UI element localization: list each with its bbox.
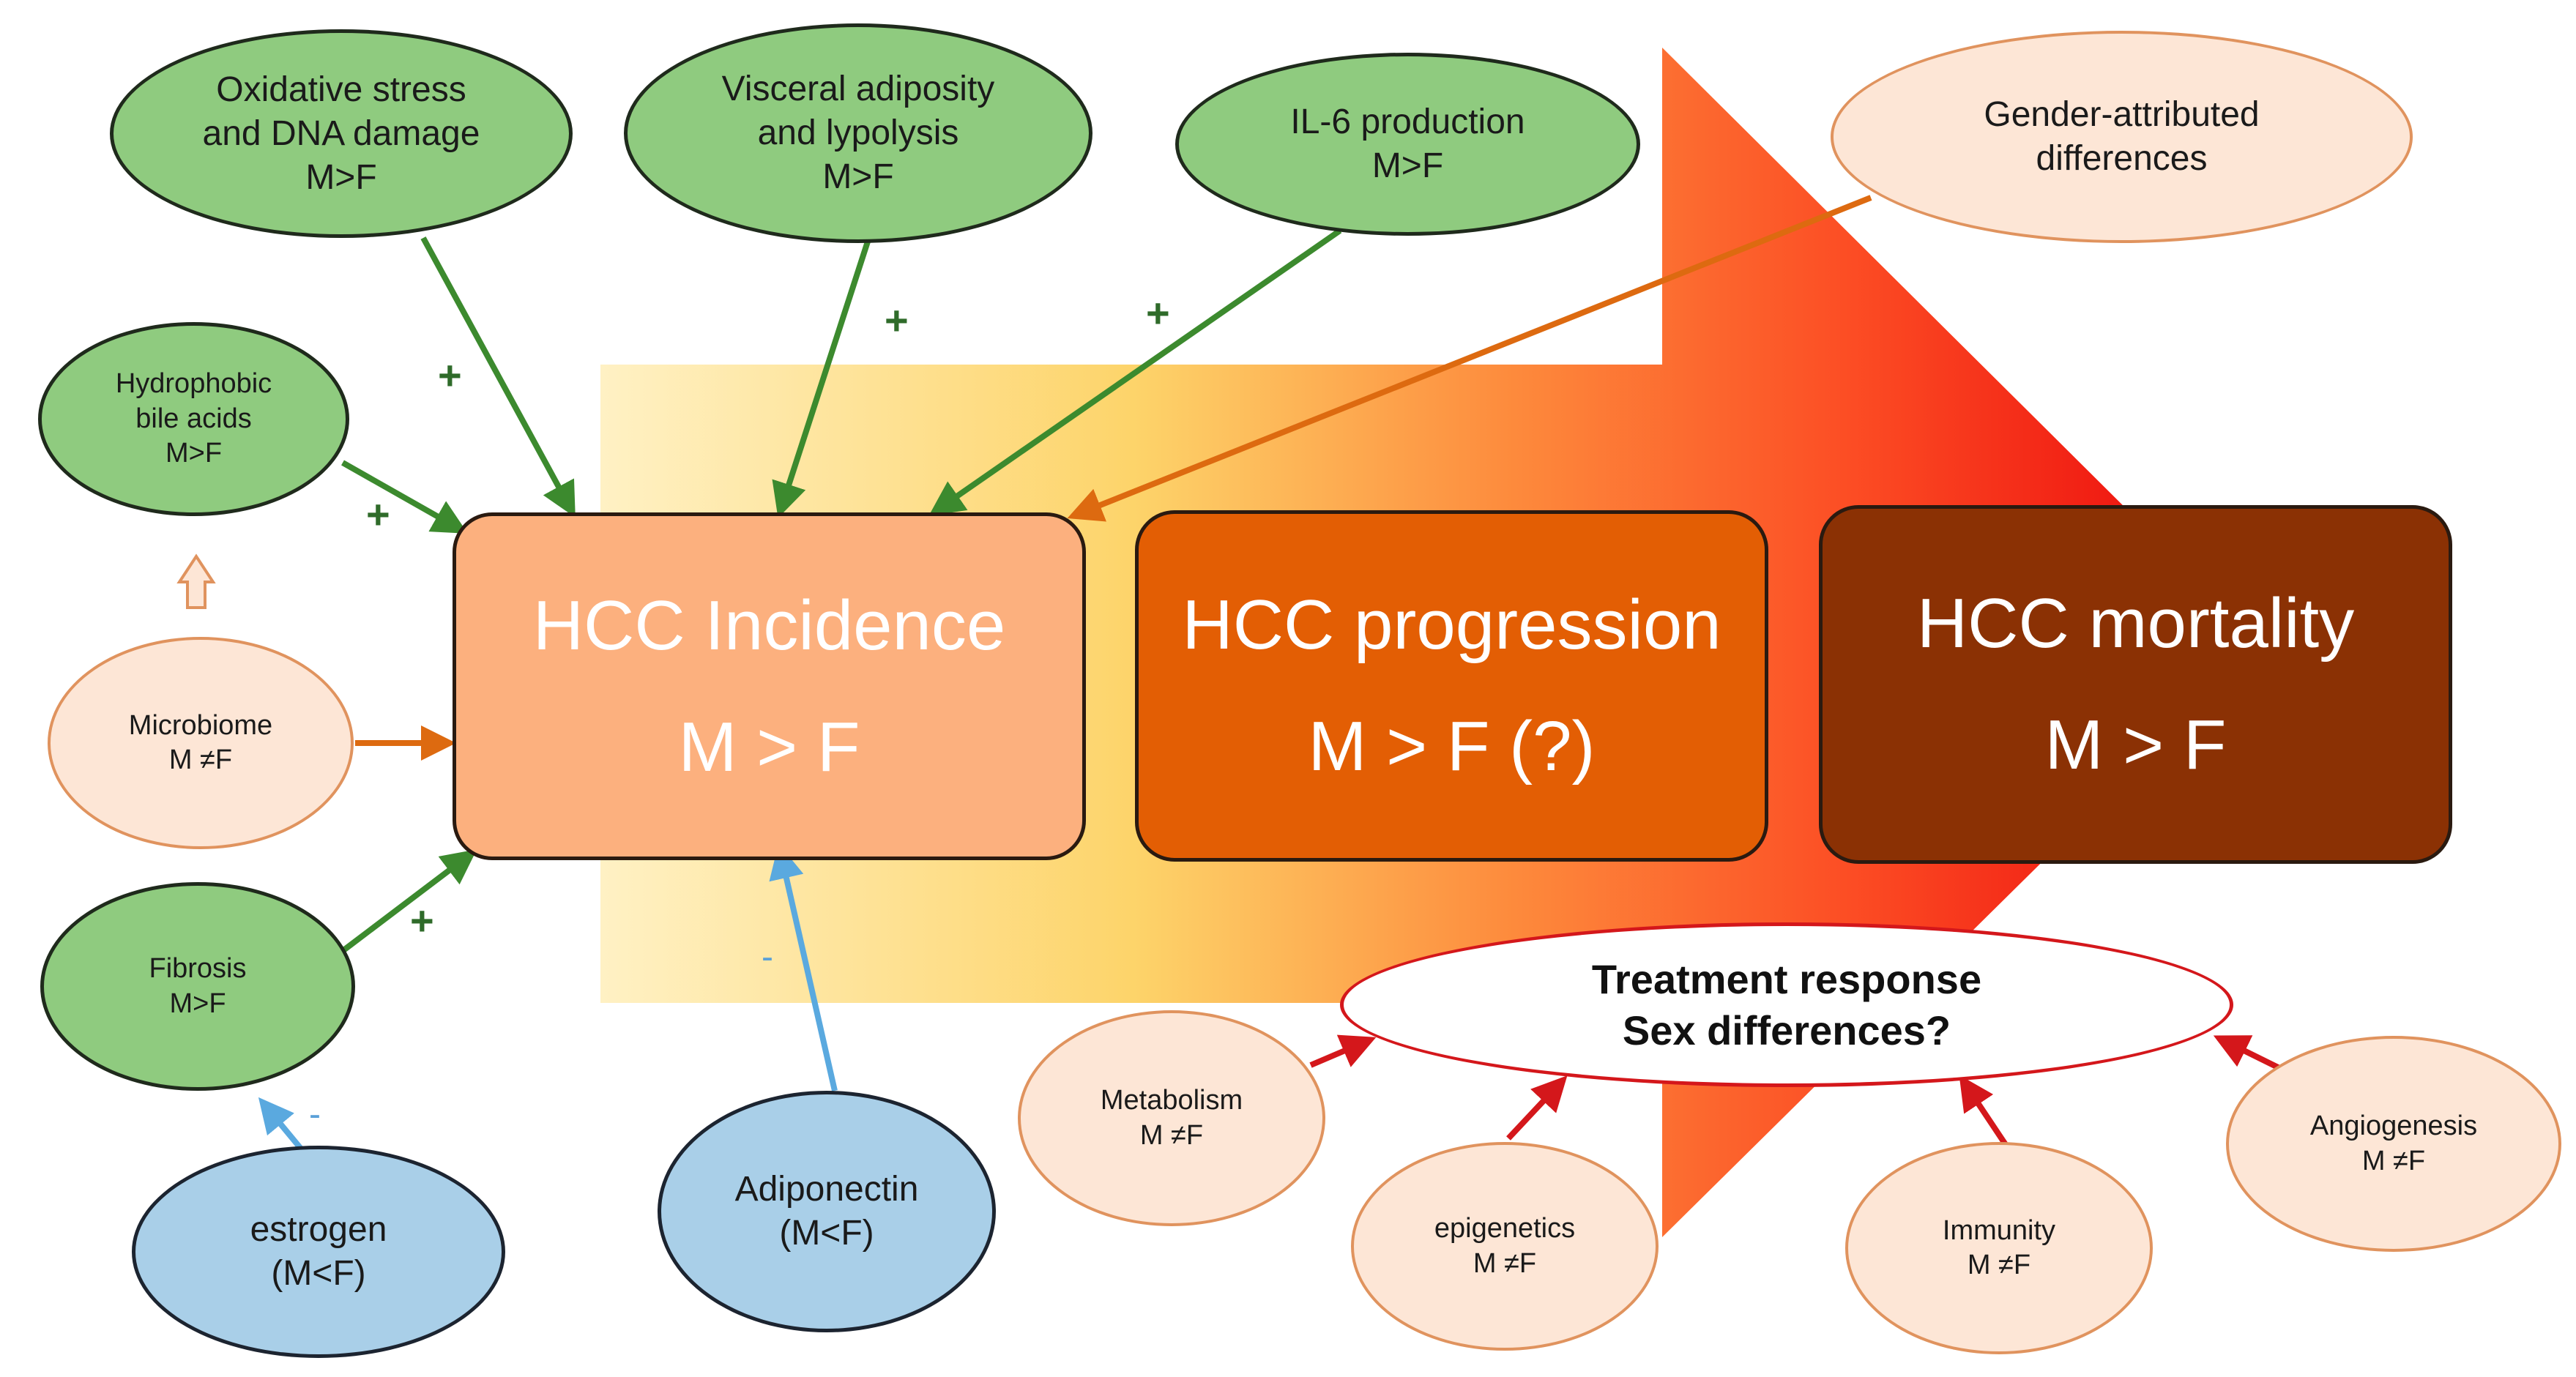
- hcc-progression-value: M > F (?): [1308, 707, 1596, 785]
- minus-sign-adiponectin: -: [762, 938, 773, 977]
- arrow-metabolism-to-treatment: [1309, 1034, 1377, 1068]
- adiponectin-line-1: Adiponectin: [734, 1170, 919, 1209]
- gender-differences-node: Gender-attributed differences: [1831, 31, 2413, 243]
- estrogen-node: estrogen (M<F): [132, 1146, 505, 1358]
- gender-line-2: differences: [2036, 139, 2208, 178]
- immunity-line-2: M ≠F: [1967, 1250, 2031, 1280]
- plus-sign-fibrosis: +: [410, 898, 434, 944]
- hcc-incidence-title: HCC Incidence: [532, 586, 1006, 665]
- oxidative-stress-node: Oxidative stress and DNA damage M>F: [110, 29, 573, 238]
- treatment-response-node: Treatment response Sex differences?: [1340, 922, 2233, 1087]
- metabolism-line-1: Metabolism: [1100, 1085, 1243, 1116]
- hcc-mortality-value: M > F: [2044, 706, 2227, 784]
- estrogen-line-2: (M<F): [271, 1254, 366, 1293]
- visceral-line-3: M>F: [822, 157, 894, 196]
- bile-line-3: M>F: [165, 438, 223, 469]
- angiogenesis-line-1: Angiogenesis: [2309, 1111, 2478, 1141]
- angiogenesis-line-2: M ≠F: [2361, 1145, 2426, 1176]
- arrow-angiogenesis-to-treatment: [2213, 1035, 2282, 1072]
- hydrophobic-bile-acids-node: Hydrophobic bile acids M>F: [38, 322, 349, 516]
- il6-line-2: M>F: [1371, 146, 1444, 185]
- metabolism-line-2: M ≠F: [1139, 1119, 1204, 1151]
- bile-line-1: Hydrophobic: [115, 368, 272, 400]
- arrow-fibrosis-to-incidence: [335, 849, 477, 958]
- adiponectin-line-2: (M<F): [779, 1214, 874, 1253]
- epigenetics-line-1: epigenetics: [1434, 1213, 1576, 1244]
- hcc-incidence-value: M > F: [678, 707, 860, 786]
- microbiome-line-2: M ≠F: [168, 745, 233, 775]
- epigenetics-line-2: M ≠F: [1473, 1247, 1537, 1279]
- immunity-node: Immunity M ≠F: [1845, 1142, 2153, 1354]
- estrogen-line-1: estrogen: [250, 1210, 387, 1249]
- angiogenesis-node: Angiogenesis M ≠F: [2226, 1036, 2561, 1252]
- plus-sign-visceral: +: [885, 297, 909, 343]
- fibrosis-line-1: Fibrosis: [149, 953, 247, 984]
- fibrosis-line-2: M>F: [169, 988, 226, 1019]
- hcc-progression-title: HCC progression: [1182, 586, 1721, 665]
- microbiome-line-1: Microbiome: [128, 709, 273, 741]
- visceral-line-1: Visceral adiposity: [721, 70, 995, 108]
- visceral-line-2: and lypolysis: [757, 113, 959, 152]
- fibrosis-node: Fibrosis M>F: [40, 882, 355, 1091]
- hcc-incidence-box: HCC Incidence M > F: [453, 512, 1086, 860]
- oxidative-line-3: M>F: [305, 157, 377, 197]
- arrow-epigenetics-to-treatment: [1506, 1075, 1568, 1141]
- plus-sign-bile: +: [366, 491, 390, 537]
- arrow-bile-to-incidence: [341, 460, 468, 534]
- arrow-gender-to-incidence: [1067, 195, 1872, 522]
- hcc-progression-box: HCC progression M > F (?): [1135, 510, 1768, 862]
- oxidative-line-2: and DNA damage: [202, 113, 480, 153]
- plus-sign-il6: +: [1146, 290, 1170, 336]
- plus-sign-oxidative: +: [438, 352, 462, 398]
- il6-production-node: IL-6 production M>F: [1175, 53, 1640, 236]
- oxidative-line-1: Oxidative stress: [216, 70, 466, 109]
- arrow-adiponectin-to-incidence: [769, 843, 838, 1091]
- immunity-line-1: Immunity: [1942, 1214, 2056, 1246]
- visceral-adiposity-node: Visceral adiposity and lypolysis M>F: [624, 23, 1092, 243]
- bile-line-2: bile acids: [135, 403, 252, 434]
- minus-sign-estrogen: -: [309, 1095, 321, 1134]
- arrow-il6-to-incidence: [928, 228, 1342, 516]
- arrow-immunity-to-treatment: [1959, 1075, 2009, 1148]
- hcc-mortality-title: HCC mortality: [1916, 584, 2355, 663]
- hcc-mortality-box: HCC mortality M > F: [1819, 505, 2452, 864]
- adiponectin-node: Adiponectin (M<F): [658, 1091, 996, 1332]
- arrow-oxidative-to-incidence: [420, 236, 576, 518]
- up-arrow-microbiome-to-bile: [176, 553, 216, 609]
- il6-line-1: IL-6 production: [1290, 102, 1525, 141]
- arrow-visceral-to-incidence: [772, 240, 871, 518]
- microbiome-node: Microbiome M ≠F: [48, 637, 354, 849]
- gender-line-1: Gender-attributed: [1984, 95, 2260, 134]
- epigenetics-node: epigenetics M ≠F: [1351, 1142, 1659, 1351]
- metabolism-node: Metabolism M ≠F: [1018, 1010, 1325, 1226]
- treatment-line-2: Sex differences?: [1622, 1007, 1951, 1053]
- treatment-line-1: Treatment response: [1591, 955, 1982, 1002]
